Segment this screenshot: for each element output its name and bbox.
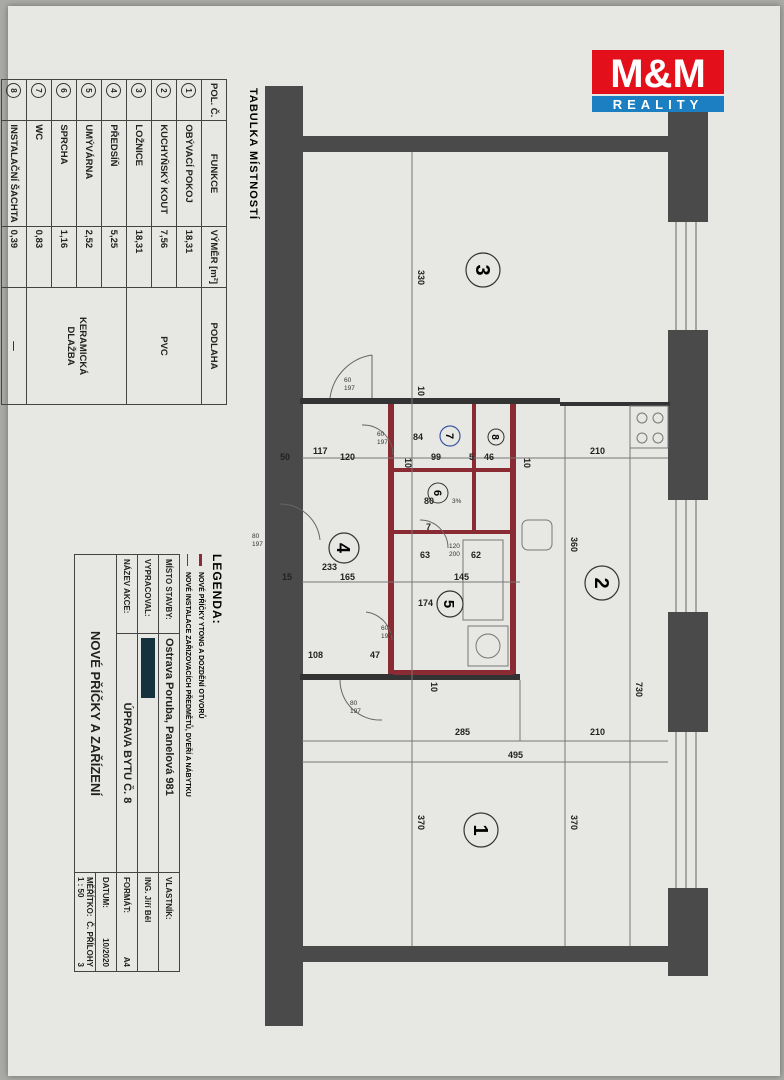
door-label: 60 [381, 625, 389, 632]
door-label: 197 [381, 633, 392, 640]
right-wall-segment [668, 888, 708, 976]
dim-label: 285 [455, 727, 470, 737]
dim-label: 330 [416, 270, 426, 285]
windows [675, 222, 697, 888]
door-label: 60 [344, 377, 352, 384]
dim-label: 210 [590, 727, 605, 737]
room-marker [427, 482, 449, 504]
logo-main-text: M&M [610, 52, 706, 96]
door-label: 197 [377, 439, 388, 446]
dim-label: 730 [634, 682, 644, 697]
door-labels: 60 197 60 197 80 197 60 197 80 197 3% 12… [252, 377, 462, 715]
dim-label: 10 [416, 386, 426, 396]
dim-label: 10 [403, 458, 413, 468]
dim-label: 370 [416, 815, 426, 830]
left-outer-wall [265, 86, 303, 1026]
room-marker [463, 812, 499, 848]
door-label: 197 [344, 385, 355, 392]
room-number: 8 [489, 434, 500, 440]
dim-label: 210 [590, 446, 605, 456]
room-marker [584, 565, 620, 601]
door-label: 197 [252, 541, 263, 548]
bottom-wall [300, 946, 670, 962]
door-swings [279, 354, 449, 721]
room-number: 5 [440, 600, 457, 608]
logo-blue-block [592, 96, 724, 112]
dimension-labels: 330 370 370 360 730 10 10 10 10 210 210 … [280, 270, 644, 830]
dim-label: 99 [431, 452, 441, 462]
door-label: 80 [252, 533, 260, 540]
dim-label: 63 [420, 550, 430, 560]
room-marker [436, 590, 464, 618]
dim-label: 165 [340, 572, 355, 582]
door-label: 80 [350, 700, 358, 707]
room-number: 3 [471, 264, 493, 275]
door-label: 60 [377, 431, 385, 438]
door-label: 3% [452, 498, 462, 505]
dimension-lines [302, 152, 669, 946]
door-label: 197 [350, 708, 361, 715]
room-number: 2 [590, 577, 612, 588]
room-markers: 1 2 3 4 5 6 7 8 [328, 252, 620, 848]
room-marker [487, 428, 505, 446]
dim-label: 80 [424, 496, 434, 506]
logo-sub-text: REALITY [613, 97, 704, 112]
room-marker [439, 425, 461, 447]
dim-label: 120 [340, 452, 355, 462]
room-marker [328, 532, 360, 564]
dim-label: 10 [522, 458, 532, 468]
dim-label: 174 [418, 598, 433, 608]
dim-label: 360 [569, 537, 579, 552]
dim-label: 495 [508, 750, 523, 760]
dim-label: 117 [313, 446, 328, 456]
top-wall [300, 136, 670, 152]
new-partitions [388, 404, 516, 675]
mm-reality-logo: M&M REALITY [592, 50, 724, 112]
dim-label: 10 [429, 682, 439, 692]
right-wall-segment [668, 330, 708, 500]
drawing-sheet: M&M REALITY TABULKA MÍSTNOSTÍ POL. Č. FU… [1, 6, 780, 1076]
logo-red-block [592, 50, 724, 94]
room-number: 6 [431, 490, 443, 496]
right-wall-segment [668, 612, 708, 732]
dim-label: 7 [426, 522, 431, 532]
dim-label: 46 [484, 452, 494, 462]
room-number: 7 [443, 433, 455, 439]
room-number: 1 [469, 824, 491, 835]
right-wall-segment [668, 112, 708, 222]
dim-label: 5 [469, 452, 474, 462]
dim-label: 233 [322, 562, 337, 572]
door-label: 200 [449, 551, 460, 558]
room-marker [465, 252, 501, 288]
dim-label: 47 [370, 650, 380, 660]
dim-label: 50 [280, 452, 290, 462]
dim-label: 15 [282, 572, 292, 582]
room-number: 4 [333, 543, 353, 553]
dim-label: 108 [308, 650, 323, 660]
dim-label: 145 [454, 572, 469, 582]
dim-label: 370 [569, 815, 579, 830]
dim-label: 62 [471, 550, 481, 560]
door-label: 120 [449, 543, 460, 550]
dim-label: 84 [413, 432, 423, 442]
